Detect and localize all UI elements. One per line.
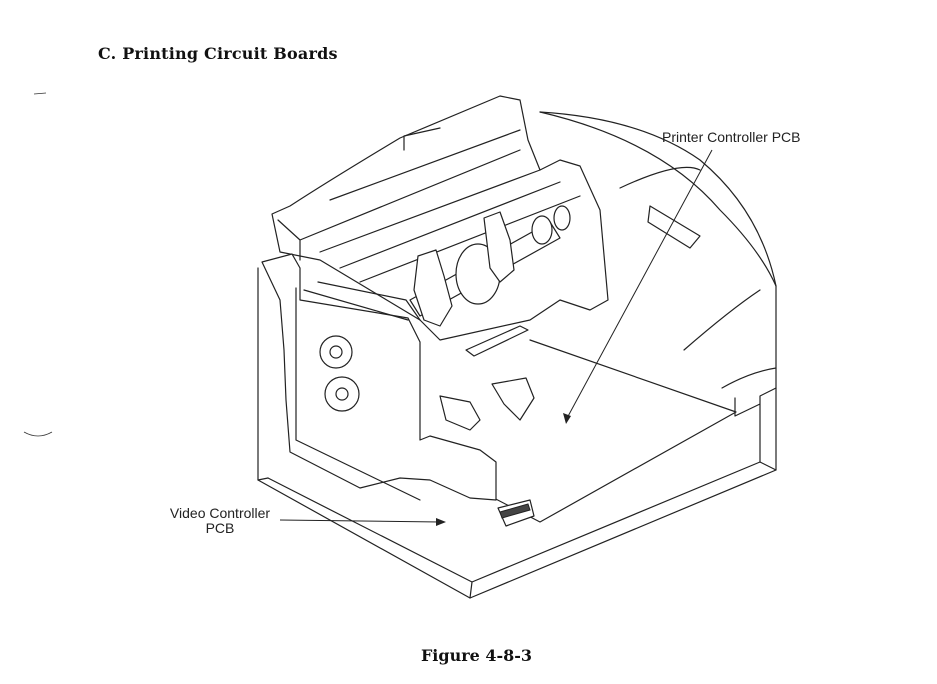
video-controller-arrowhead — [436, 518, 446, 526]
shell-slot — [647, 205, 701, 249]
left-side-frame — [261, 253, 497, 501]
shell-curve — [539, 111, 777, 287]
top-cover-ridge — [277, 127, 521, 261]
roller-arm-left — [413, 249, 453, 327]
shell-inner-curve — [619, 166, 777, 389]
section-heading: C. Printing Circuit Boards — [98, 44, 338, 63]
roller-arm-right — [483, 211, 515, 283]
gear-lower-hub — [335, 387, 349, 401]
bracket — [491, 377, 535, 421]
printer-controller-leader — [565, 149, 713, 421]
video-controller-label-line1: Video Controller — [169, 505, 271, 521]
bracket — [439, 395, 481, 431]
printer-controller-arrowhead — [563, 413, 571, 424]
video-pcb-pins — [499, 503, 531, 519]
left-side-frame-detail — [295, 281, 421, 501]
chassis-front-lip — [257, 461, 777, 599]
gear-upper — [319, 335, 353, 369]
top-cover-rib — [319, 169, 581, 283]
video-controller-leader — [279, 519, 441, 523]
gear-lower — [324, 376, 360, 412]
top-cover — [271, 95, 609, 341]
roller-bushing — [531, 215, 553, 245]
margin-mark — [33, 92, 47, 95]
gear-upper-hub — [329, 345, 343, 359]
roller-bushing — [553, 205, 571, 231]
video-controller-label: Video Controller PCB — [150, 506, 290, 536]
printer-controller-label: Printer Controller PCB — [662, 129, 801, 145]
pcb-connector-strip — [465, 325, 529, 357]
figure-caption: Figure 4-8-3 — [420, 646, 533, 665]
video-controller-label-line2: PCB — [205, 520, 235, 536]
margin-mark — [23, 431, 53, 437]
chassis-right-wall — [734, 387, 777, 463]
